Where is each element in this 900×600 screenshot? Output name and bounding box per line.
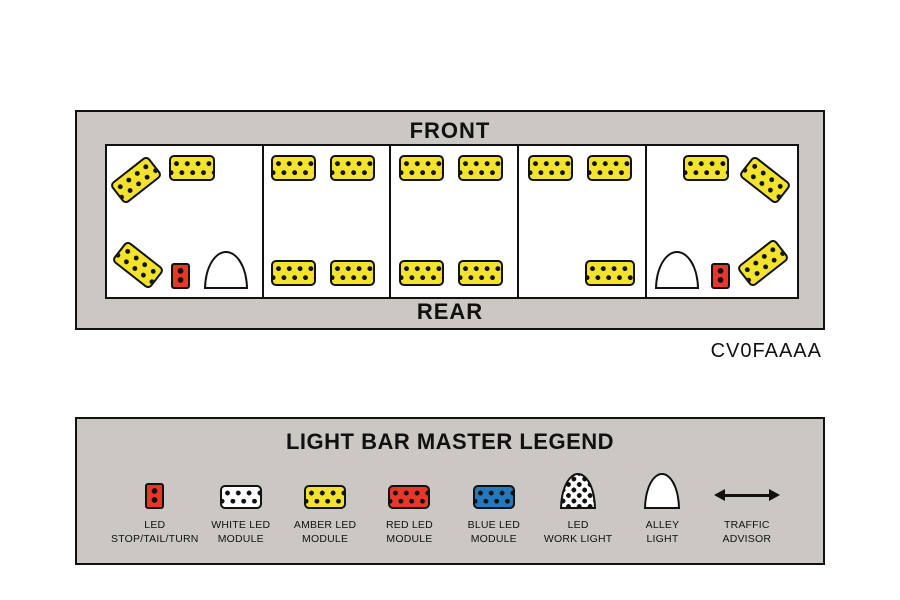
- model-code: CV0FAAAA: [710, 340, 822, 362]
- legend-icon-wrap: [472, 469, 515, 509]
- legend-icon-wrap: [560, 469, 597, 509]
- amber-led-module: [458, 260, 503, 286]
- amber-led-module: [683, 155, 729, 181]
- legend-icon-wrap: [388, 469, 431, 509]
- amber-led-module: [169, 155, 215, 181]
- amber-led-module: [528, 155, 573, 181]
- white-module-icon: [219, 485, 262, 509]
- red-stt-icon: [145, 483, 165, 509]
- amber-led-module: [330, 155, 375, 181]
- amber-led-module: [399, 155, 444, 181]
- amber-led-module: [738, 154, 792, 206]
- led-stop-tail-turn-module: [711, 263, 730, 289]
- lightbar: [105, 144, 799, 299]
- legend-icon-wrap: [145, 469, 165, 509]
- section-divider: [389, 146, 391, 297]
- rear-label: REAR: [416, 299, 484, 324]
- amber-led-module: [109, 154, 163, 206]
- section-divider: [645, 146, 647, 297]
- legend-icon-wrap: [304, 469, 347, 509]
- lightbar-panel: FRONT REAR: [75, 110, 825, 330]
- amber-led-module: [458, 155, 503, 181]
- traffic-advisor-icon: [713, 489, 780, 501]
- alley-light-icon: [644, 473, 681, 509]
- legend-icon-wrap: [219, 469, 262, 509]
- section-divider: [517, 146, 519, 297]
- amber-module-icon: [304, 485, 347, 509]
- amber-led-module: [399, 260, 444, 286]
- legend-icon-wrap: [713, 469, 780, 509]
- amber-led-module: [271, 155, 316, 181]
- legend-icon-wrap: [644, 469, 681, 509]
- led-stop-tail-turn-module: [171, 263, 190, 289]
- alley-light: [204, 251, 248, 289]
- amber-led-module: [585, 260, 635, 286]
- amber-led-module: [111, 239, 165, 291]
- legend-title: LIGHT BAR MASTER LEGEND: [285, 429, 615, 454]
- alley-light: [655, 251, 699, 289]
- amber-led-module: [587, 155, 632, 181]
- amber-led-module: [736, 237, 790, 289]
- amber-led-module: [271, 260, 316, 286]
- work-light-icon: [560, 473, 597, 509]
- section-divider: [262, 146, 264, 297]
- amber-led-module: [330, 260, 375, 286]
- red-module-icon: [388, 485, 431, 509]
- blue-module-icon: [472, 485, 515, 509]
- front-label: FRONT: [409, 118, 491, 143]
